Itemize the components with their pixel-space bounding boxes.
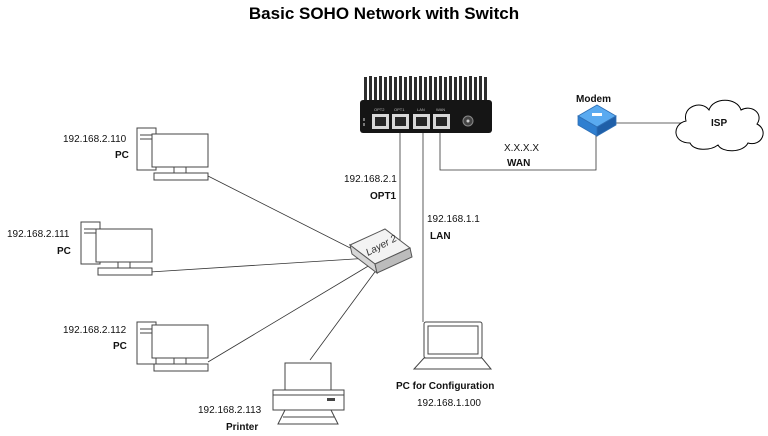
router-port-label-wan: WAN [436, 107, 445, 112]
printer-icon [272, 362, 345, 425]
opt1-ip-label: 192.168.2.1 [344, 174, 397, 185]
router-port-label-lan: LAN [417, 107, 425, 112]
laptop-label: PC for Configuration [396, 381, 495, 392]
diagram-title: Basic SOHO Network with Switch [248, 4, 520, 23]
link-wan [439, 130, 597, 171]
pc-icon-2 [80, 221, 153, 276]
lan-label: LAN [430, 231, 451, 242]
link-pc3-switch [207, 261, 376, 363]
router-port-opt2 [372, 114, 389, 129]
router-port-label-opt1: OPT1 [394, 107, 405, 112]
opt1-label: OPT1 [370, 191, 397, 202]
router-port-wan [433, 114, 450, 129]
printer-ip-label: 192.168.2.113 [198, 405, 262, 416]
wan-ip-label: X.X.X.X [504, 143, 540, 154]
isp-cloud-icon [675, 99, 764, 152]
modem-label: Modem [576, 94, 611, 105]
connection-lines [149, 122, 685, 363]
pc-icon-1 [136, 127, 209, 181]
laptop-ip-label: 192.168.1.100 [417, 398, 481, 409]
modem-icon [577, 104, 617, 137]
router-port-lan [413, 114, 430, 129]
lan-ip-label: 192.168.1.1 [427, 214, 480, 225]
pc-icon-3 [136, 321, 209, 372]
pc1-ip-label: 192.168.2.110 [63, 134, 127, 145]
switch-icon: Layer 2 [349, 228, 413, 275]
router-device: OPT2 OPT1 LAN WAN [360, 76, 492, 133]
pc3-ip-label: 192.168.2.112 [63, 325, 127, 336]
printer-label: Printer [226, 422, 259, 433]
router-port-label-opt2: OPT2 [374, 107, 385, 112]
pc2-ip-label: 192.168.2.111 [7, 229, 70, 240]
pc3-label: PC [113, 341, 127, 352]
wan-label: WAN [507, 158, 531, 169]
link-pc1-switch [207, 175, 371, 259]
isp-label: ISP [711, 118, 728, 129]
pc1-label: PC [115, 150, 129, 161]
link-printer-switch [309, 264, 381, 361]
router-port-opt1 [392, 114, 409, 129]
link-pc2-switch [149, 257, 371, 273]
pc2-label: PC [57, 246, 71, 257]
laptop-icon [412, 321, 493, 370]
